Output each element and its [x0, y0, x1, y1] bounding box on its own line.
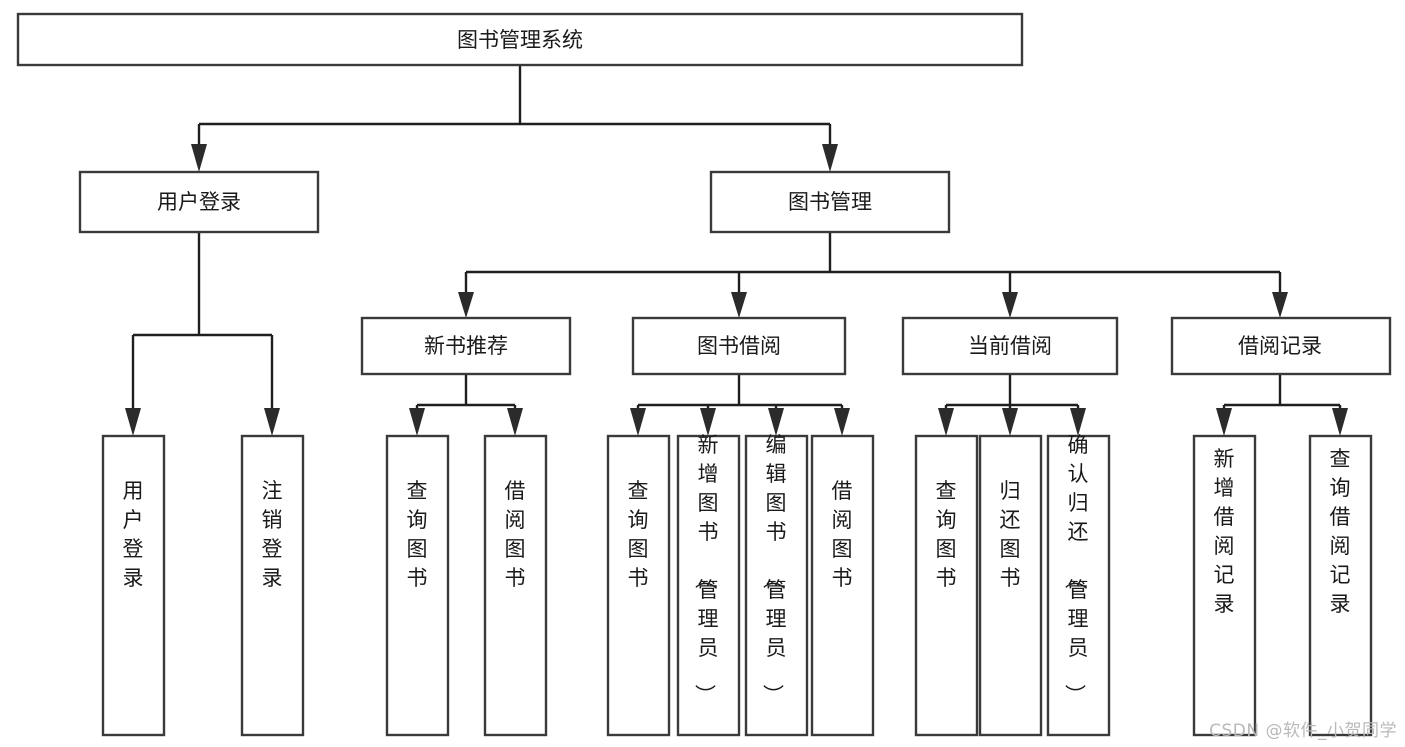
- arrow-head-bb-leaf1: [630, 408, 646, 436]
- leaf-borrow-edit-box[interactable]: [744, 434, 809, 737]
- leaf-newbook-borrow-box[interactable]: [483, 434, 548, 737]
- arrow-head-nb-leaf1: [409, 408, 425, 436]
- leaf-record-query[interactable]: 查询借阅记录: [1308, 434, 1373, 737]
- node-borrow-records-box[interactable]: [1170, 316, 1392, 376]
- leaf-user-login-box[interactable]: [101, 434, 166, 737]
- leaf-user-login[interactable]: 用户登录: [101, 434, 166, 737]
- leaf-current-return-box[interactable]: [978, 434, 1043, 737]
- arrow-head-book-mgmt: [822, 144, 838, 172]
- node-root-box[interactable]: [16, 12, 1024, 67]
- arrow-head-br-leaf1: [1216, 408, 1232, 436]
- leaf-current-return[interactable]: 归还图书: [978, 434, 1043, 737]
- leaf-record-query-label: 查询借阅记录: [1330, 447, 1351, 616]
- arrow-head-user-login: [191, 144, 207, 172]
- node-book-borrow-label: 图书借阅: [697, 334, 781, 358]
- node-user-login-box[interactable]: [78, 170, 320, 234]
- leaf-record-add[interactable]: 新增借阅记录: [1192, 434, 1257, 737]
- node-root-system[interactable]: 图书管理系统: [16, 12, 1024, 67]
- node-borrow-records[interactable]: 借阅记录: [1170, 316, 1392, 376]
- arrow-head-cb-leaf2: [1002, 408, 1018, 436]
- arrow-head-borrow-records: [1272, 292, 1288, 318]
- node-new-book-recommend[interactable]: 新书推荐: [360, 316, 572, 376]
- leaf-current-return-label: 归还图书: [1000, 479, 1021, 590]
- leaf-record-add-box[interactable]: [1192, 434, 1257, 737]
- arrow-head-current-borrow: [1002, 292, 1018, 318]
- node-book-management-label: 图书管理: [788, 190, 872, 214]
- leaf-borrow-query-label: 查询图书: [628, 479, 649, 590]
- leaf-newbook-borrow-label: 借阅图书: [505, 479, 526, 590]
- node-new-book-recommend-label: 新书推荐: [424, 334, 508, 358]
- leaf-borrow-add[interactable]: 新增图书（管理员）: [676, 433, 741, 737]
- leaf-borrow-query-box[interactable]: [606, 434, 671, 737]
- leaf-current-query-label: 查询图书: [936, 479, 957, 590]
- leaf-current-query-box[interactable]: [914, 434, 979, 737]
- connector-group: [125, 65, 1348, 436]
- node-current-borrow[interactable]: 当前借阅: [901, 316, 1119, 376]
- leaf-logout-box[interactable]: [240, 434, 305, 737]
- leaf-newbook-query[interactable]: 查询图书: [385, 434, 450, 737]
- leaf-borrow-do-box[interactable]: [810, 434, 875, 737]
- leaf-current-confirm-label: 确认归还（管理员）: [1063, 433, 1089, 705]
- arrow-head-new-book: [458, 292, 474, 318]
- leaf-newbook-query-box[interactable]: [385, 434, 450, 737]
- node-current-borrow-label: 当前借阅: [968, 334, 1052, 358]
- arrow-head-bb-leaf3: [768, 408, 784, 436]
- node-borrow-records-label: 借阅记录: [1238, 334, 1322, 358]
- leaf-borrow-do[interactable]: 借阅图书: [810, 434, 875, 737]
- leaf-borrow-query[interactable]: 查询图书: [606, 434, 671, 737]
- leaf-current-confirm-box[interactable]: [1046, 434, 1111, 737]
- leaf-borrow-edit[interactable]: 编辑图书（管理员）: [744, 433, 809, 737]
- leaf-borrow-edit-label: 编辑图书（管理员）: [761, 433, 787, 705]
- node-current-borrow-box[interactable]: [901, 316, 1119, 376]
- arrow-head-br-leaf2: [1332, 408, 1348, 436]
- leaf-record-add-label: 新增借阅记录: [1214, 447, 1235, 616]
- node-user-login-label: 用户登录: [157, 190, 241, 214]
- node-book-management[interactable]: 图书管理: [709, 170, 951, 234]
- leaf-borrow-do-label: 借阅图书: [832, 479, 853, 590]
- arrow-head-leaf-user-login: [125, 408, 141, 436]
- leaf-current-query[interactable]: 查询图书: [914, 434, 979, 737]
- arrow-head-cb-leaf3: [1070, 408, 1086, 436]
- node-book-borrow-box[interactable]: [631, 316, 847, 376]
- leaf-newbook-query-label: 查询图书: [407, 479, 428, 590]
- arrow-head-bb-leaf2: [700, 408, 716, 436]
- leaf-borrow-add-label: 新增图书（管理员）: [693, 433, 719, 705]
- arrow-head-bb-leaf4: [834, 408, 850, 436]
- leaf-record-query-box[interactable]: [1308, 434, 1373, 737]
- node-book-management-box[interactable]: [709, 170, 951, 234]
- node-root-label: 图书管理系统: [457, 28, 583, 52]
- leaf-user-login-label: 用户登录: [123, 479, 144, 590]
- arrow-head-leaf-logout: [264, 408, 280, 436]
- leaf-newbook-borrow[interactable]: 借阅图书: [483, 434, 548, 737]
- leaf-logout[interactable]: 注销登录: [240, 434, 305, 737]
- node-book-borrow[interactable]: 图书借阅: [631, 316, 847, 376]
- leaf-borrow-add-box[interactable]: [676, 434, 741, 737]
- arrow-head-cb-leaf1: [938, 408, 954, 436]
- watermark: CSDN @软件_小贺同学: [1209, 721, 1397, 741]
- leaf-logout-label: 注销登录: [262, 479, 283, 590]
- node-user-login[interactable]: 用户登录: [78, 170, 320, 234]
- node-new-book-recommend-box[interactable]: [360, 316, 572, 376]
- arrow-head-nb-leaf2: [507, 408, 523, 436]
- leaf-current-confirm[interactable]: 确认归还（管理员）: [1046, 433, 1111, 737]
- arrow-head-book-borrow: [731, 292, 747, 318]
